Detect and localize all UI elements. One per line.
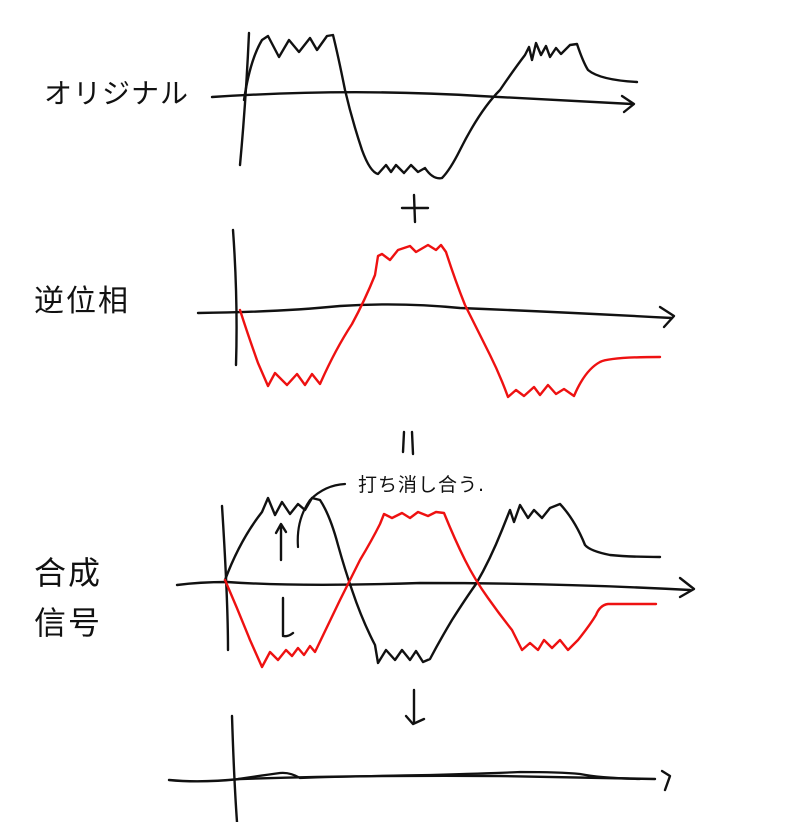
down-arrow-icon [281,596,295,638]
x-axis-arrowhead-icon [658,305,676,329]
label-original: オリジナル [44,77,190,110]
label-combined-line2: 信号 [34,604,103,642]
x-axis [175,580,692,592]
annotation-pointer [296,482,347,549]
inverted-wave [223,510,658,669]
original-wave [242,33,639,180]
label-combined-line1: 合成 [34,554,103,592]
annotation-cancel-out: 打ち消し合う. [358,474,486,496]
panel-inverted [196,228,676,399]
x-axis-arrowhead-icon [678,576,696,599]
x-axis [196,303,674,320]
up-arrow-icon [274,522,288,562]
panel-original [210,31,639,180]
residual-wave [236,770,642,781]
plus-icon [400,193,430,224]
label-inverted-phase: 逆位相 [34,284,130,319]
inverted-wave [238,243,662,399]
result-arrow-icon [404,688,426,726]
panel-result [167,714,672,822]
x-axis-arrowhead-icon [660,769,672,792]
y-axis [231,228,238,367]
y-axis [220,504,230,652]
x-axis-arrowhead-icon [620,94,636,114]
equals-icon [401,430,415,456]
original-wave [223,496,662,665]
y-axis [230,714,239,822]
panel-combined [175,482,696,669]
x-axis [210,91,634,106]
label-combined-signal: 合成 信号 [34,548,124,648]
